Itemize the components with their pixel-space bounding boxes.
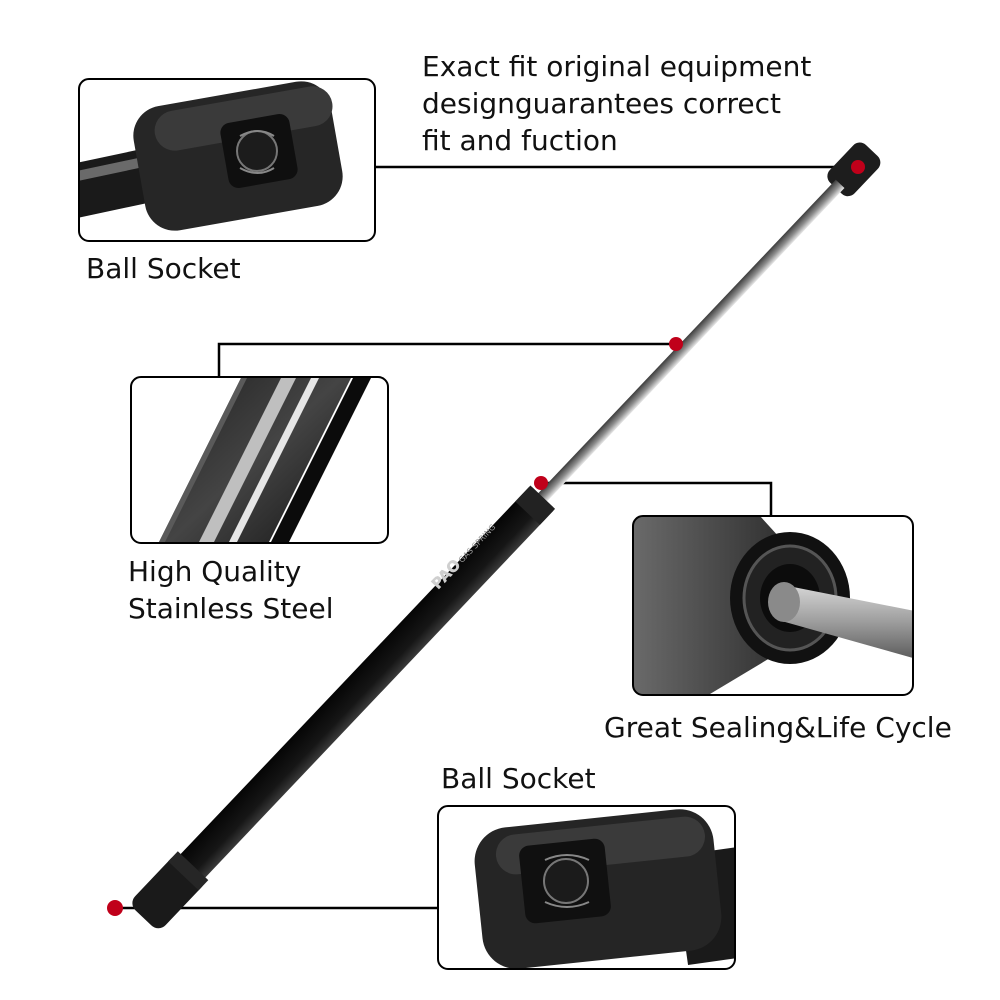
- inset-frame-top: [78, 78, 376, 242]
- exact-fit-line-3: fit and fuction: [422, 124, 618, 157]
- exact-fit-line-2: designguarantees correct: [422, 87, 781, 120]
- steel-line-2: Stainless Steel: [128, 592, 334, 625]
- cylinder-collar: [515, 485, 556, 525]
- marker-rod: [669, 337, 683, 351]
- cylinder-body: [177, 486, 554, 881]
- markers: [107, 160, 865, 916]
- inset-sealing: [632, 515, 914, 696]
- marker-seal: [534, 476, 548, 490]
- sealing-caption: Great Sealing&Life Cycle: [604, 711, 952, 744]
- gas-strut: [132, 142, 881, 929]
- marker-bottom: [107, 900, 123, 916]
- ball-socket-bottom-label: Ball Socket: [441, 762, 596, 795]
- inset-frame-seal: [632, 515, 914, 696]
- leader-steel: [217, 342, 676, 376]
- marker-top: [851, 160, 865, 174]
- exact-fit-line-1: Exact fit original equipment: [422, 50, 812, 83]
- steel-line-1: High Quality: [128, 555, 302, 588]
- inset-ball-socket-top: [78, 78, 376, 242]
- inset-frame-bottom: [437, 805, 736, 970]
- inset-stainless-steel: [130, 376, 389, 544]
- stainless-steel-caption: High Quality Stainless Steel: [128, 553, 334, 627]
- ball-socket-top-label: Ball Socket: [86, 252, 241, 285]
- leader-sealing: [541, 481, 773, 515]
- inset-ball-socket-bottom: [437, 805, 736, 970]
- exact-fit-caption: Exact fit original equipment designguara…: [422, 48, 811, 159]
- piston-rod: [532, 179, 845, 508]
- inset-frame-steel: [130, 376, 389, 544]
